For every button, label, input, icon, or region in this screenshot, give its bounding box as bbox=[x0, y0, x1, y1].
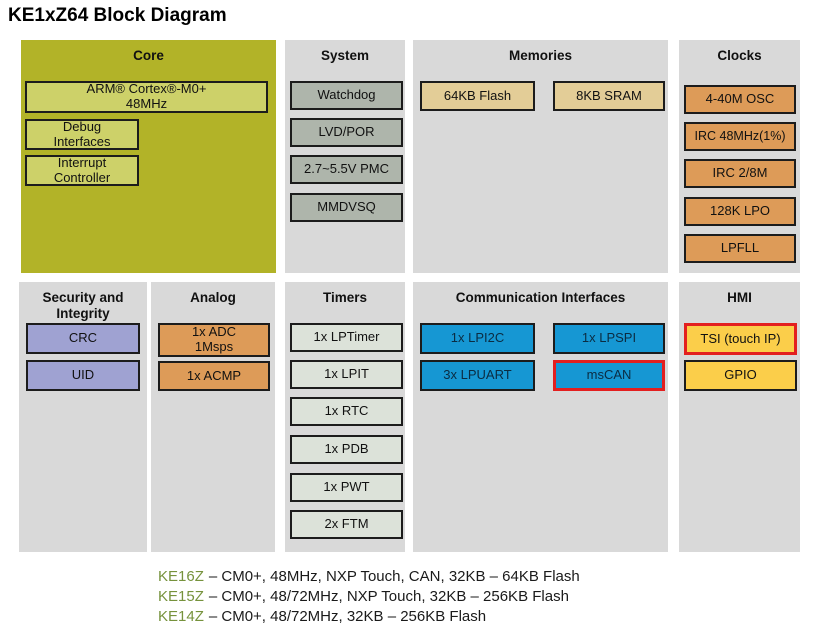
block-osc: 4-40M OSC bbox=[684, 85, 796, 114]
panel-timers-header: Timers bbox=[322, 290, 368, 305]
block-lpit: 1x LPIT bbox=[290, 360, 403, 389]
panel-comm-header: Communication Interfaces bbox=[455, 290, 626, 305]
block-lpfll: LPFLL bbox=[684, 234, 796, 263]
panel-memories-header: Memories bbox=[508, 48, 573, 63]
block-adc: 1x ADC 1Msps bbox=[158, 323, 270, 357]
block-lpspi: 1x LPSPI bbox=[553, 323, 665, 354]
block-debug-line1: Debug bbox=[62, 118, 102, 134]
panel-security-header-line2: Integrity bbox=[56, 306, 110, 321]
block-arm-line2: 48MHz bbox=[125, 96, 168, 111]
panel-clocks: Clocks 4-40M OSC IRC 48MHz(1%) IRC 2/8M … bbox=[679, 40, 800, 273]
panel-security-integrity: Security and Integrity CRC UID bbox=[19, 282, 147, 552]
block-pdb: 1x PDB bbox=[290, 435, 403, 464]
legend-part-ke16z: KE16Z bbox=[158, 568, 204, 585]
legend-part-ke15z: KE15Z bbox=[158, 588, 204, 605]
panel-memories: Memories 64KB Flash 8KB SRAM bbox=[413, 40, 668, 273]
block-lptimer: 1x LPTimer bbox=[290, 323, 403, 352]
block-sram: 8KB SRAM bbox=[553, 81, 665, 111]
block-uid: UID bbox=[26, 360, 140, 391]
block-adc-line2: 1Msps bbox=[194, 339, 234, 354]
block-mmdvsq: MMDVSQ bbox=[290, 193, 403, 222]
block-irq-line1: Interrupt bbox=[57, 154, 107, 170]
panel-analog-header: Analog bbox=[190, 290, 236, 305]
block-irc-48mhz: IRC 48MHz(1%) bbox=[684, 122, 796, 151]
legend-row-ke16z: KE16Z– CM0+, 48MHz, NXP Touch, CAN, 32KB… bbox=[158, 567, 580, 587]
block-adc-line1: 1x ADC bbox=[191, 324, 237, 340]
legend-desc-ke15z: – CM0+, 48/72MHz, NXP Touch, 32KB – 256K… bbox=[208, 588, 569, 605]
block-pmc: 2.7~5.5V PMC bbox=[290, 155, 403, 184]
block-arm-cortex-m0plus: ARM® Cortex®-M0+ 48MHz bbox=[25, 81, 268, 113]
device-legend: KE16Z– CM0+, 48MHz, NXP Touch, CAN, 32KB… bbox=[158, 567, 580, 627]
block-ftm: 2x FTM bbox=[290, 510, 403, 539]
panel-security-header-line1: Security and bbox=[42, 290, 124, 305]
legend-desc-ke16z: – CM0+, 48MHz, NXP Touch, CAN, 32KB – 64… bbox=[208, 568, 580, 585]
panel-analog: Analog 1x ADC 1Msps 1x ACMP bbox=[151, 282, 275, 552]
block-lpi2c: 1x LPI2C bbox=[420, 323, 535, 354]
panel-core-header: Core bbox=[133, 48, 164, 63]
legend-desc-ke14z: – CM0+, 48/72MHz, 32KB – 256KB Flash bbox=[208, 608, 487, 625]
block-flash: 64KB Flash bbox=[420, 81, 535, 111]
legend-row-ke14z: KE14Z– CM0+, 48/72MHz, 32KB – 256KB Flas… bbox=[158, 607, 580, 627]
panel-security-header: Security and Integrity bbox=[19, 290, 147, 322]
panel-clocks-header: Clocks bbox=[717, 48, 762, 63]
block-lpo: 128K LPO bbox=[684, 197, 796, 226]
panel-communication-interfaces: Communication Interfaces 1x LPI2C 1x LPS… bbox=[413, 282, 668, 552]
legend-row-ke15z: KE15Z– CM0+, 48/72MHz, NXP Touch, 32KB –… bbox=[158, 587, 580, 607]
block-gpio: GPIO bbox=[684, 360, 797, 391]
block-irq-line2: Controller bbox=[53, 169, 111, 185]
block-mscan-highlighted: msCAN bbox=[553, 360, 665, 391]
block-debug-line2: Interfaces bbox=[53, 133, 111, 149]
block-crc: CRC bbox=[26, 323, 140, 354]
block-debug-interfaces: Debug Interfaces bbox=[25, 119, 139, 150]
panel-system: System Watchdog LVD/POR 2.7~5.5V PMC MMD… bbox=[285, 40, 405, 273]
block-lpuart: 3x LPUART bbox=[420, 360, 535, 391]
panel-timers: Timers 1x LPTimer 1x LPIT 1x RTC 1x PDB … bbox=[285, 282, 405, 552]
panel-hmi: HMI TSI (touch IP) GPIO bbox=[679, 282, 800, 552]
block-watchdog: Watchdog bbox=[290, 81, 403, 110]
page-title: KE1xZ64 Block Diagram bbox=[8, 5, 227, 26]
block-rtc: 1x RTC bbox=[290, 397, 403, 426]
block-pwt: 1x PWT bbox=[290, 473, 403, 502]
panel-hmi-header: HMI bbox=[727, 290, 752, 305]
block-interrupt-controller: Interrupt Controller bbox=[25, 155, 139, 186]
block-lvd-por: LVD/POR bbox=[290, 118, 403, 147]
block-irc-2-8m: IRC 2/8M bbox=[684, 159, 796, 188]
block-tsi-highlighted: TSI (touch IP) bbox=[684, 323, 797, 355]
block-arm-line1: ARM® Cortex®-M0+ bbox=[86, 81, 207, 97]
panel-system-header: System bbox=[320, 48, 370, 63]
block-acmp: 1x ACMP bbox=[158, 361, 270, 391]
legend-part-ke14z: KE14Z bbox=[158, 608, 204, 625]
panel-core: Core ARM® Cortex®-M0+ 48MHz Debug Interf… bbox=[21, 40, 276, 273]
